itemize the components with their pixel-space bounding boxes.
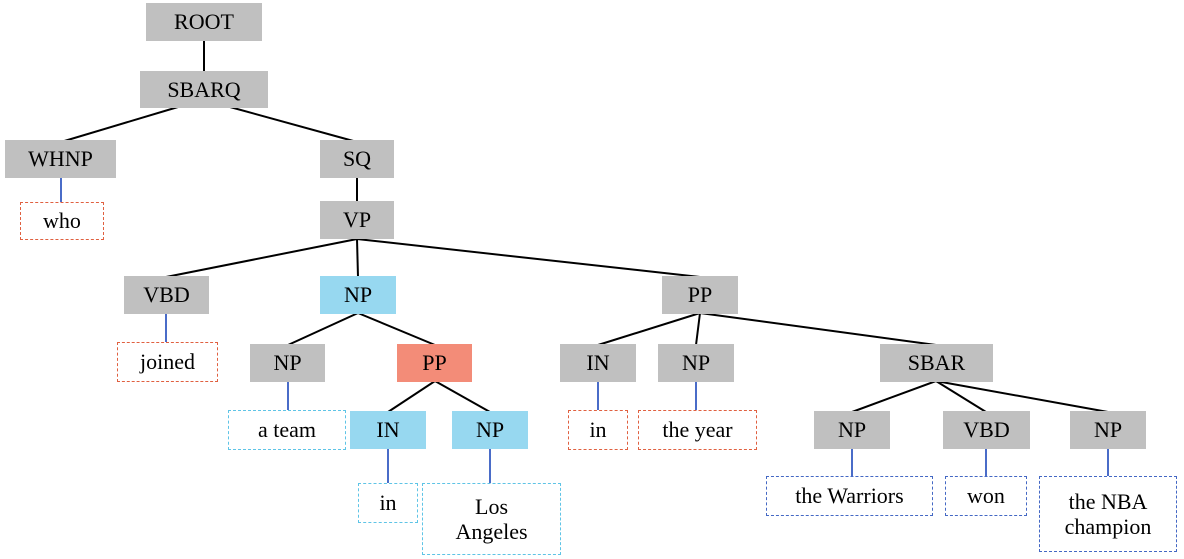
word-joined: joined (117, 342, 218, 382)
edge-ppmain-sbar (699, 312, 937, 346)
edge-pp-np (434, 380, 491, 413)
node-pp-main: PP (662, 276, 738, 314)
node-in-1: IN (350, 411, 426, 449)
node-vbd: VBD (124, 276, 209, 314)
word-in: in (358, 483, 418, 523)
word-the-nba-champion: the NBA champion (1039, 476, 1177, 552)
edge-ppmain-in (597, 312, 701, 346)
edge-np-pp (357, 312, 436, 346)
word-los-angeles-line-2: Angeles (455, 519, 528, 544)
node-whnp: WHNP (5, 140, 116, 178)
edge-sbarq-sq (229, 106, 358, 143)
node-np-warriors: NP (814, 411, 890, 449)
node-np-year: NP (658, 344, 734, 382)
word-the-warriors: the Warriors (766, 476, 933, 516)
node-np-la: NP (452, 411, 528, 449)
node-sq: SQ (320, 140, 394, 178)
edge-np-np (287, 312, 359, 346)
word-nba-line-2: champion (1064, 514, 1152, 539)
node-vp: VP (320, 201, 394, 239)
edge-pp-in (387, 380, 436, 413)
edge-vp-np (356, 238, 359, 278)
node-sbar: SBAR (880, 344, 993, 382)
edge-vp-pp (356, 238, 701, 278)
edge-vp-vbd (165, 238, 358, 278)
node-in-2: IN (560, 344, 636, 382)
word-los-angeles: Los Angeles (422, 483, 561, 555)
edge-ppmain-np (695, 312, 701, 346)
word-the-year: the year (638, 410, 757, 450)
word-who: who (20, 202, 104, 240)
node-np-nba: NP (1070, 411, 1146, 449)
edge-sbar-np2 (935, 380, 1109, 413)
node-vbd-2: VBD (943, 411, 1030, 449)
node-pp-inner: PP (397, 344, 472, 382)
word-los-angeles-line-1: Los (475, 493, 508, 519)
node-root: ROOT (146, 3, 262, 41)
node-np-object: NP (320, 276, 396, 314)
word-nba-line-1: the NBA (1068, 488, 1148, 514)
node-np-team: NP (250, 344, 325, 382)
node-sbarq: SBARQ (140, 71, 268, 108)
word-a-team: a team (228, 410, 346, 450)
edge-sbar-np (851, 380, 937, 413)
word-in-year: in (568, 410, 628, 450)
edge-sbarq-whnp (60, 106, 179, 143)
edge-sbar-vbd (935, 380, 987, 413)
word-won: won (945, 476, 1027, 516)
